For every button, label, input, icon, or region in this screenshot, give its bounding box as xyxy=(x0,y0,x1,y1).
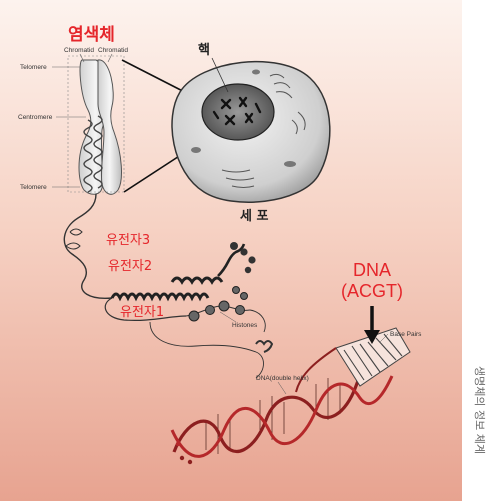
nucleus-label: 핵 xyxy=(198,42,210,58)
chromatid-label-left: Chromatid xyxy=(64,47,94,54)
cell-label: 세 포 xyxy=(240,209,268,224)
chromatin-strand xyxy=(63,193,274,379)
chromosome-title: 염색체 xyxy=(68,25,115,45)
chromatid-label-right: Chromatid xyxy=(98,47,128,54)
dna-helix xyxy=(170,327,411,465)
gene-3-label: 유전자3 xyxy=(106,233,150,248)
nucleus xyxy=(201,83,275,141)
histones-label: Histones xyxy=(232,322,258,329)
dna-title: DNA xyxy=(353,260,391,280)
gene-2-label: 유전자2 xyxy=(108,259,152,274)
centromere-label: Centromere xyxy=(18,114,53,121)
side-caption: 생명체의 정보 체계 xyxy=(473,366,486,454)
dna-helix-label: DNA(double helix) xyxy=(256,375,309,382)
down-arrow-icon xyxy=(364,330,380,344)
base-pairs-label: Base Pairs xyxy=(390,331,422,338)
telomere-bottom-label: Telomere xyxy=(20,184,47,191)
chromosome xyxy=(67,55,125,195)
cell xyxy=(171,60,331,203)
gene-1-label: 유전자1 xyxy=(120,305,164,320)
telomere-top-label: Telomere xyxy=(20,64,47,71)
dna-subtitle: (ACGT) xyxy=(341,281,403,301)
